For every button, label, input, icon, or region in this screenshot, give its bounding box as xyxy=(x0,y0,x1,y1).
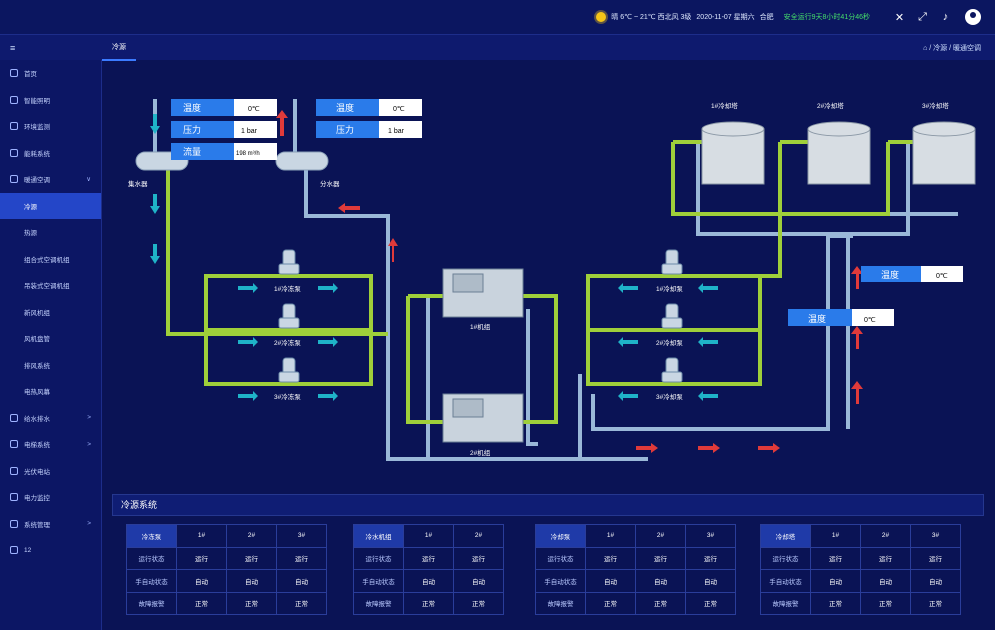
sidebar-item-system[interactable]: 系统管理> xyxy=(0,511,101,538)
sidebar-item-12[interactable]: 12 xyxy=(0,537,101,564)
divider-pressure-label: 压力 xyxy=(336,124,354,135)
tab-cold-source[interactable]: 冷源 xyxy=(102,35,136,61)
top-bar: 晴 6℃ ~ 21℃ 西北风 3级 2020-11-07 星期六 合肥 安全运行… xyxy=(0,0,995,34)
main-content: 温度 0℃ 压力 1 bar 流量 198 m³/h 温度 0℃ 压力 1 ba… xyxy=(108,64,988,624)
cooling-system-diagram: 温度 0℃ 压力 1 bar 流量 198 m³/h 温度 0℃ 压力 1 ba… xyxy=(128,99,976,461)
fullscreen-icon[interactable]: ⤢ xyxy=(918,10,927,23)
cooling-pump-3-name: 3#冷却泵 xyxy=(656,392,683,401)
collector-temp-value: 0℃ xyxy=(248,106,260,113)
house-icon xyxy=(10,175,18,184)
sidebar-item-environment[interactable]: 环境监测 xyxy=(0,113,101,140)
breadcrumb: ⌂ / 冷源 / 暖通空调 xyxy=(923,44,981,52)
sub-bar: ≡ 冷源 ⌂ / 冷源 / 暖通空调 xyxy=(0,34,995,61)
collector-flow-value: 198 m³/h xyxy=(236,151,260,157)
chevron-right-icon: > xyxy=(87,520,91,528)
right-mid-temp-value: 0℃ xyxy=(864,317,876,324)
sidebar-item-fresh-air[interactable]: 新风机组 xyxy=(24,309,50,317)
divider-pressure-value: 1 bar xyxy=(388,128,405,135)
sidebar-item-hanging-ahu[interactable]: 吊装式空调机组 xyxy=(24,283,70,291)
power-icon xyxy=(10,493,18,502)
sidebar-item-home[interactable]: 首页 xyxy=(0,60,101,87)
sidebar-item-power[interactable]: 电力监控 xyxy=(0,484,101,511)
cooling-pump-1-name: 1#冷却泵 xyxy=(656,284,683,293)
sidebar-item-ahu[interactable]: 组合式空调机组 xyxy=(24,256,70,264)
chilled-pump-3-name: 3#冷冻泵 xyxy=(274,392,301,401)
sun-icon xyxy=(596,12,607,22)
solar-icon xyxy=(10,466,18,475)
sidebar: 首页 智能照明 环境监测 能耗系统 暖通空调∨ 冷源 热源 组合式空调机组 吊装… xyxy=(0,60,102,630)
sidebar-item-heat-source[interactable]: 热源 xyxy=(24,230,37,238)
safety-notice: 安全运行9天8小时41分46秒 xyxy=(783,14,870,21)
home-icon xyxy=(10,546,18,555)
cooling-pump-2-name: 2#冷却泵 xyxy=(656,338,683,347)
chevron-down-icon: ∨ xyxy=(86,176,91,184)
chevron-right-icon: > xyxy=(87,440,91,448)
menu-toggle-icon[interactable]: ≡ xyxy=(10,42,16,53)
divider-temp-value: 0℃ xyxy=(393,106,405,113)
chilled-pump-2-name: 2#冷冻泵 xyxy=(274,338,301,347)
weather-widget: 晴 6℃ ~ 21℃ 西北风 3级 2020-11-07 星期六 合肥 xyxy=(596,12,774,22)
water-icon xyxy=(10,413,18,422)
divider-temp-label: 温度 xyxy=(336,102,354,113)
chiller-2-name: 2#机组 xyxy=(470,448,491,457)
collector-pressure-value: 1 bar xyxy=(241,128,258,135)
home-icon xyxy=(10,69,18,78)
collector-pressure-label: 压力 xyxy=(183,124,201,135)
table-head-cell: 冷冻泵 xyxy=(126,524,177,548)
right-mid-temp-label: 温度 xyxy=(808,313,826,324)
collector-flow-label: 流量 xyxy=(183,146,201,157)
collector-temp-label: 温度 xyxy=(183,102,201,113)
chevron-right-icon: > xyxy=(87,414,91,422)
right-top-temp-label: 温度 xyxy=(881,269,899,280)
sidebar-item-fan-coil[interactable]: 风机盘管 xyxy=(24,336,50,344)
location-text: 合肥 xyxy=(759,14,774,21)
sidebar-item-energy[interactable]: 能耗系统 xyxy=(0,140,101,167)
cloud-icon xyxy=(10,122,18,131)
sidebar-item-hvac[interactable]: 暖通空调∨ xyxy=(0,166,101,193)
datetime-text: 2020-11-07 星期六 xyxy=(696,14,755,21)
sidebar-item-air-curtain[interactable]: 电热风幕 xyxy=(24,389,50,397)
tower-2-name: 2#冷却塔 xyxy=(817,101,844,110)
divider-name: 分水器 xyxy=(320,179,340,188)
weather-text: 晴 6℃ ~ 21℃ 西北风 3级 xyxy=(611,14,692,21)
monitor-icon xyxy=(10,440,18,449)
bell-icon[interactable]: ♪ xyxy=(942,11,949,23)
sidebar-item-cold-source[interactable]: 冷源 xyxy=(0,192,101,219)
tower-3-name: 3#冷却塔 xyxy=(922,101,949,110)
bulb-icon xyxy=(10,95,18,104)
sidebar-item-lighting[interactable]: 智能照明 xyxy=(0,87,101,114)
collector-name: 集水器 xyxy=(128,179,148,188)
sidebar-item-exhaust[interactable]: 排风系统 xyxy=(24,362,50,370)
panel-title: 冷源系统 xyxy=(112,494,984,516)
chiller-1-name: 1#机组 xyxy=(470,322,491,331)
sidebar-item-water[interactable]: 给水排水> xyxy=(0,405,101,432)
sidebar-item-elevator[interactable]: 电梯系统> xyxy=(0,431,101,458)
chilled-pump-1-name: 1#冷冻泵 xyxy=(274,284,301,293)
user-icon xyxy=(10,519,18,528)
sidebar-item-pv[interactable]: 光伏电站 xyxy=(0,458,101,485)
right-top-temp-value: 0℃ xyxy=(936,273,948,280)
chart-icon xyxy=(10,148,18,157)
expand-icon[interactable]: ✕ xyxy=(894,11,905,24)
tower-1-name: 1#冷却塔 xyxy=(711,101,738,110)
user-icon[interactable] xyxy=(965,9,981,25)
